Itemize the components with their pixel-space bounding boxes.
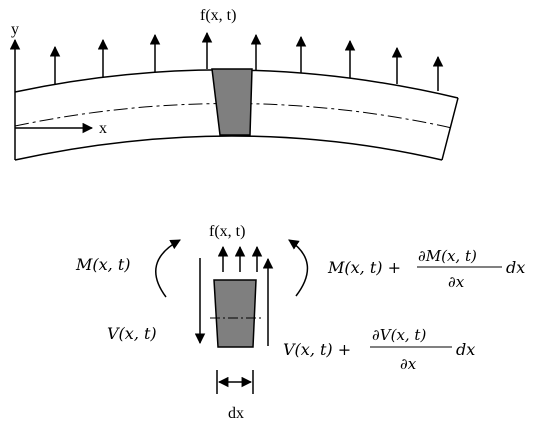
load-label-top: f(x, t) bbox=[200, 7, 236, 24]
moment-right-arrow bbox=[288, 239, 309, 297]
load-label-element: f(x, t) bbox=[209, 223, 245, 240]
element-load bbox=[217, 245, 263, 272]
x-axis-label: x bbox=[99, 120, 107, 137]
moment-right-numerator: ∂M(x, t) bbox=[418, 247, 477, 265]
shear-right-numerator: ∂V(x, t) bbox=[372, 326, 426, 344]
beam bbox=[14, 68, 459, 161]
dx-label: dx bbox=[228, 405, 244, 422]
shear-right-base: V(x, t) + bbox=[283, 340, 351, 359]
shear-right-denominator: ∂x bbox=[400, 355, 417, 373]
shear-right-dx: dx bbox=[456, 340, 475, 359]
shear-left-label: V(x, t) bbox=[107, 324, 157, 343]
beam-element bbox=[211, 68, 253, 136]
differential-element bbox=[213, 279, 257, 348]
y-axis-label: y bbox=[11, 21, 19, 38]
beam-bottom-edge bbox=[14, 135, 443, 161]
distributed-load bbox=[49, 31, 444, 91]
beam-right-end bbox=[441, 97, 459, 161]
moment-right-dx: dx bbox=[506, 258, 525, 277]
moment-left-arrow bbox=[155, 239, 181, 298]
moment-left-label: M(x, t) bbox=[75, 255, 131, 274]
moment-right-denominator: ∂x bbox=[448, 273, 465, 291]
moment-right-base: M(x, t) + bbox=[327, 258, 401, 277]
